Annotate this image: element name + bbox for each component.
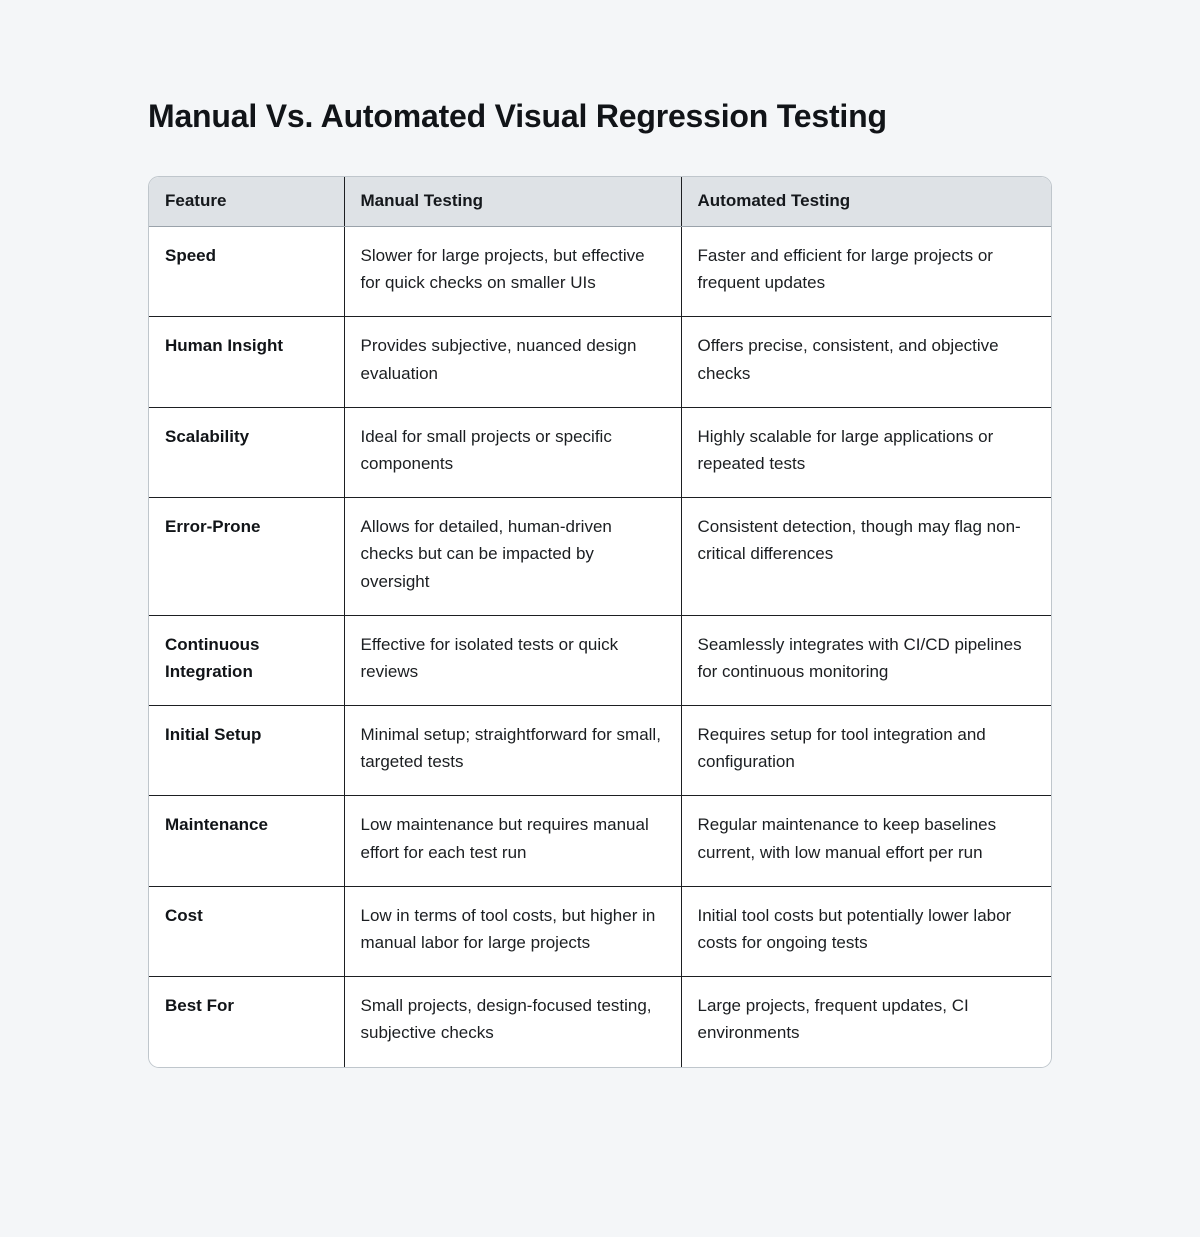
comparison-table: Feature Manual Testing Automated Testing… xyxy=(149,177,1051,1067)
column-header-manual-testing: Manual Testing xyxy=(344,177,682,227)
cell-automated-testing: Seamlessly integrates with CI/CD pipelin… xyxy=(681,614,1051,706)
cell-feature: Scalability xyxy=(149,406,345,498)
cell-automated-testing: Initial tool costs but potentially lower… xyxy=(681,885,1051,977)
cell-feature: Human Insight xyxy=(149,316,345,408)
cell-manual-testing: Ideal for small projects or specific com… xyxy=(344,406,682,498)
table-header-row: Feature Manual Testing Automated Testing xyxy=(149,177,1051,227)
comparison-table-container: Feature Manual Testing Automated Testing… xyxy=(148,176,1052,1068)
cell-manual-testing: Small projects, design-focused testing, … xyxy=(344,976,682,1067)
cell-manual-testing: Low in terms of tool costs, but higher i… xyxy=(344,885,682,977)
cell-feature: Error-Prone xyxy=(149,497,345,616)
cell-automated-testing: Highly scalable for large applications o… xyxy=(681,406,1051,498)
page-title: Manual Vs. Automated Visual Regression T… xyxy=(148,98,887,135)
cell-automated-testing: Regular maintenance to keep baselines cu… xyxy=(681,795,1051,887)
cell-feature: Maintenance xyxy=(149,795,345,887)
cell-automated-testing: Consistent detection, though may flag no… xyxy=(681,497,1051,616)
cell-feature: Cost xyxy=(149,885,345,977)
cell-automated-testing: Faster and efficient for large projects … xyxy=(697,246,993,293)
cell-feature: Best For xyxy=(149,976,345,1067)
column-header-automated-testing: Automated Testing xyxy=(681,177,1051,227)
cell-manual-testing: Provides subjective, nuanced design eval… xyxy=(344,316,682,408)
table-header: Feature Manual Testing Automated Testing xyxy=(149,177,1051,227)
cell-manual-testing: Low maintenance but requires manual effo… xyxy=(344,795,682,887)
cell-automated-testing: Offers precise, consistent, and objectiv… xyxy=(681,316,1051,408)
cell-manual-testing: Allows for detailed, human-driven checks… xyxy=(344,497,682,616)
cell-manual-testing: Slower for large projects, but effective… xyxy=(344,226,682,317)
cell-manual-testing: Effective for isolated tests or quick re… xyxy=(344,614,682,706)
cell-automated-testing: Large projects, frequent updates, CI env… xyxy=(681,976,1051,1067)
column-header-feature: Feature xyxy=(149,177,345,227)
cell-feature: Initial Setup xyxy=(149,705,345,796)
cell-manual-testing: Minimal setup; straightforward for small… xyxy=(344,705,682,796)
cell-feature: Speed xyxy=(149,226,345,317)
cell-automated-testing: Requires setup for tool integration and … xyxy=(681,705,1051,796)
cell-feature: Continuous Integration xyxy=(149,614,345,706)
